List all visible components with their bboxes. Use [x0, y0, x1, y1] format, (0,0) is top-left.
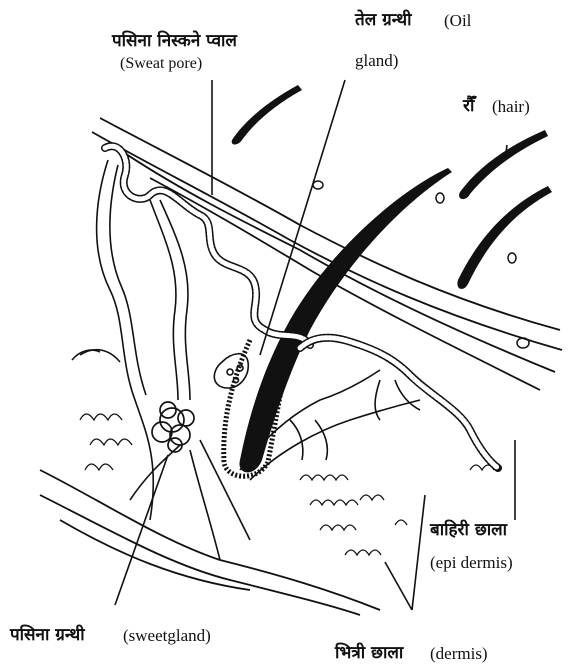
epidermis-label-ne: बाहिरी छाला	[430, 522, 507, 539]
sweat-pore-label-ne: पसिना निस्कने प्वाल	[112, 33, 237, 50]
hypodermis-lines	[40, 470, 380, 615]
vessels	[72, 160, 420, 560]
epidermis-label-en: (epi dermis)	[430, 554, 513, 571]
oil-gland-label-en-1: (Oil	[444, 12, 471, 29]
epidermis-layer	[92, 118, 562, 390]
sweat-gland-coil	[152, 402, 194, 452]
sweat-pore-label-en: (Sweat pore)	[120, 56, 202, 72]
oil-gland-label-ne: तेल ग्रन्थी	[355, 12, 412, 29]
dermis-label-en: (dermis)	[430, 645, 488, 662]
sweat-gland-label-ne: पसिना ग्रन्थी	[10, 627, 85, 644]
hair-label-ne: रौँ	[463, 98, 474, 115]
sweat-gland-label-en: (sweetgland)	[123, 627, 211, 644]
oil-gland-label-en-2: gland)	[355, 52, 398, 69]
dermis-label-ne: भित्री छाला	[335, 645, 403, 662]
hair-label-en: (hair)	[492, 98, 530, 115]
